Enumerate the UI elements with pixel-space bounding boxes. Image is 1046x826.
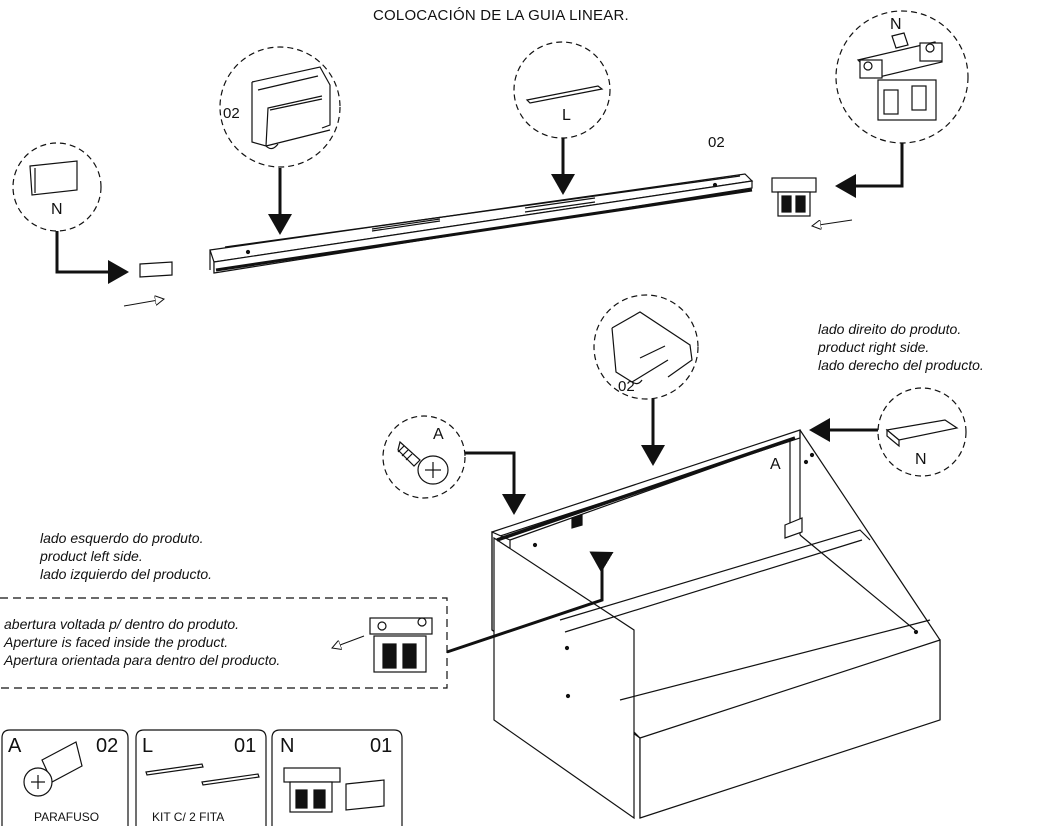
profile-detail-circle-2 xyxy=(593,294,699,400)
left-side-note-es: lado izquierdo del producto. xyxy=(40,566,213,582)
cabinet-letter: A xyxy=(770,456,781,473)
part-a-letter: A xyxy=(8,735,22,757)
runner-aperture xyxy=(369,617,433,673)
page-title: COLOCACIÓN DE LA GUIA LINEAR. xyxy=(373,7,629,24)
parts-box-n xyxy=(271,729,403,826)
parts-box-a xyxy=(1,729,129,826)
right-side-note-en: product right side. xyxy=(818,339,930,355)
screw-detail-circle xyxy=(382,415,466,499)
right-side-note: lado direito do produto. product right s… xyxy=(818,320,984,374)
aperture-note-pt: abertura voltada p/ dentro do produto. xyxy=(4,616,240,632)
right-side-note-pt: lado direito do produto. xyxy=(818,321,962,337)
aperture-box xyxy=(0,597,448,689)
aperture-note-es: Apertura orientada para dentro del produ… xyxy=(4,652,281,668)
profile-detail-circle xyxy=(219,46,341,168)
end-cap-detail-left xyxy=(12,142,102,232)
end-cap-letter-left: N xyxy=(51,201,63,218)
part-l-qty: 01 xyxy=(234,735,257,757)
part-a-caption: PARAFUSO xyxy=(34,810,100,824)
part-l-letter: L xyxy=(142,735,154,757)
part-n-qty: 01 xyxy=(370,735,393,757)
rail-part-number: 02 xyxy=(708,134,725,151)
left-side-note: lado esquerdo do produto. product left s… xyxy=(40,529,212,583)
direction-arrows xyxy=(123,219,853,648)
part-a-qty: 02 xyxy=(96,735,119,757)
aperture-note-en: Aperture is faced inside the product. xyxy=(4,634,229,650)
screw-letter: A xyxy=(433,426,444,443)
cabinet xyxy=(491,429,941,820)
aperture-note: abertura voltada p/ dentro do produto. A… xyxy=(4,615,280,669)
runner-letter: N xyxy=(890,16,902,33)
runner-small xyxy=(771,177,817,217)
part-n-letter: N xyxy=(280,735,295,757)
tape-letter: L xyxy=(562,107,571,124)
right-side-note-es: lado derecho del producto. xyxy=(818,357,984,373)
profile-part-number: 02 xyxy=(223,105,240,122)
parts-box-l xyxy=(135,729,267,826)
end-cap-left xyxy=(139,261,173,278)
end-cap-letter-right: N xyxy=(915,451,927,468)
arrows xyxy=(55,138,904,654)
linear-rail xyxy=(209,173,754,274)
end-cap-detail-right xyxy=(877,387,967,477)
left-side-note-pt: lado esquerdo do produto. xyxy=(40,530,204,546)
profile-bottom-number: 02 xyxy=(618,378,635,395)
left-side-note-en: product left side. xyxy=(40,548,143,564)
part-l-caption: KIT C/ 2 FITA xyxy=(152,810,225,824)
runner-detail-circle xyxy=(835,10,969,144)
